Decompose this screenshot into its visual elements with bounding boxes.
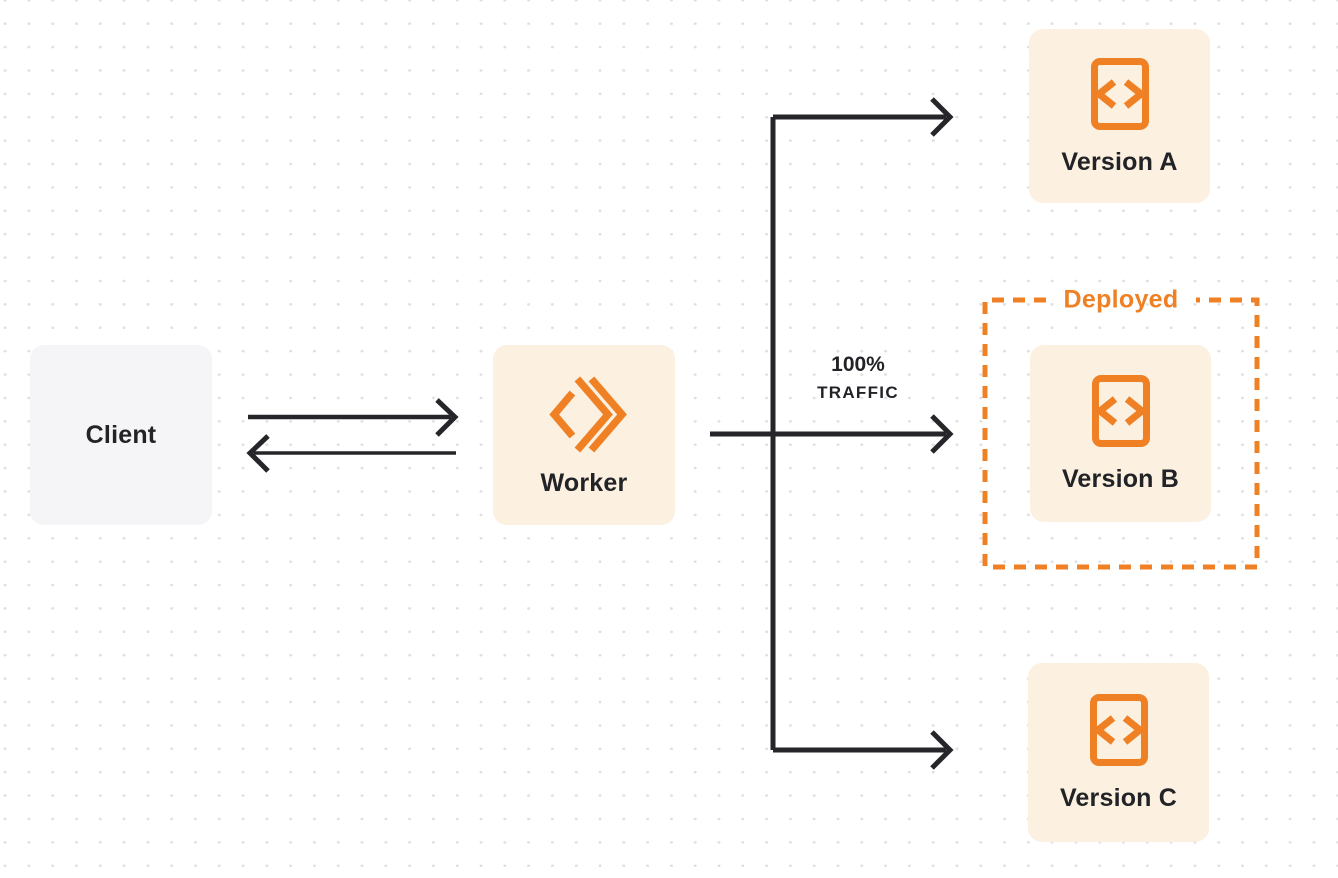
deployed-label: Deployed — [1063, 285, 1179, 314]
client-label: Client — [85, 420, 157, 449]
deployed-dashed-frame — [982, 297, 1260, 570]
version-c-node: Version C — [1028, 663, 1209, 842]
version-a-label: Version A — [1061, 147, 1178, 176]
worker-node: Worker — [493, 345, 675, 525]
code-file-icon — [1091, 375, 1150, 447]
version-b-label: Version B — [1061, 465, 1180, 493]
arrowhead-right-icon — [435, 398, 459, 437]
traffic-percent-text: 100% — [831, 353, 885, 376]
arrowhead-version-b-icon — [930, 414, 954, 454]
code-file-icon — [1090, 57, 1149, 130]
traffic-split-line — [710, 97, 954, 770]
worker-label: Worker — [540, 468, 628, 497]
request-arrow — [248, 398, 459, 437]
arrowhead-version-c-icon — [930, 730, 954, 770]
client-node: Client — [30, 345, 212, 525]
version-c-label: Version C — [1059, 784, 1178, 812]
arrowhead-version-a-icon — [930, 97, 954, 137]
cloudflare-workers-icon — [549, 376, 627, 452]
response-arrow — [246, 434, 456, 473]
arrowhead-left-icon — [246, 434, 270, 473]
traffic-word-text: TRAFFIC — [817, 383, 899, 402]
traffic-annotation: 100% TRAFFIC — [817, 352, 899, 405]
code-file-icon — [1089, 694, 1148, 766]
version-a-node: Version A — [1029, 29, 1210, 203]
version-b-node: Version B — [1030, 345, 1211, 522]
